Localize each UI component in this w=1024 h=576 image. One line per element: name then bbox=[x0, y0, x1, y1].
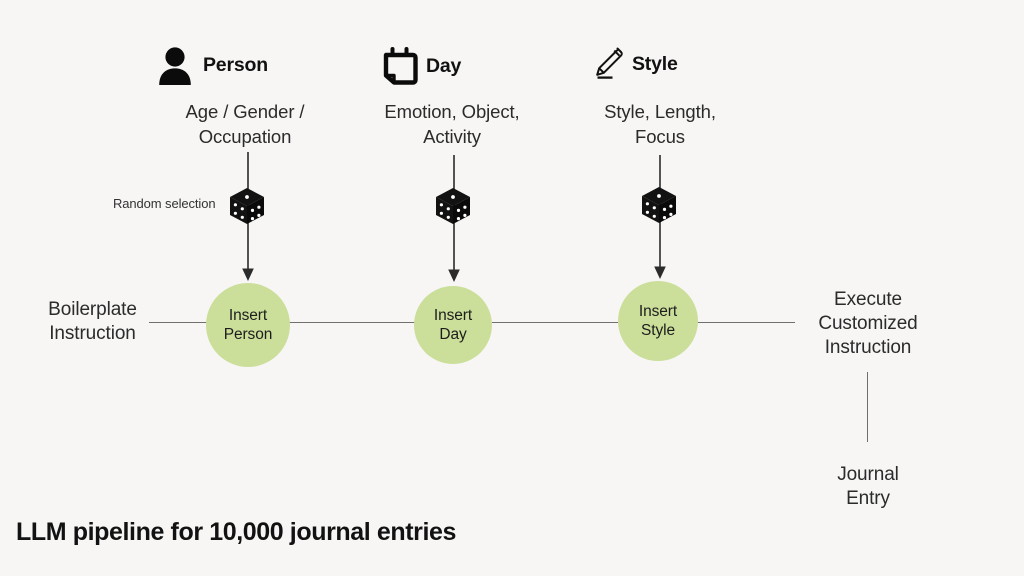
column-heading-label: Day bbox=[426, 54, 462, 77]
column-header-day: Day bbox=[382, 46, 461, 86]
column-heading-label: Person bbox=[203, 53, 268, 76]
node-label-line2: Person bbox=[223, 326, 273, 343]
calendar-icon bbox=[382, 46, 418, 86]
pencil-icon bbox=[590, 44, 624, 84]
column-header-person: Person bbox=[155, 44, 268, 86]
column-header-style: Style bbox=[590, 44, 678, 84]
node-label-line1: Insert bbox=[228, 307, 268, 324]
node-insert-style[interactable]: Insert Style bbox=[618, 281, 698, 361]
connector-execute-to-journal bbox=[867, 372, 869, 442]
column-heading-label: Style bbox=[632, 52, 678, 75]
column-description-day: Emotion, Object,Activity bbox=[384, 101, 520, 147]
node-insert-day[interactable]: Insert Day bbox=[414, 286, 492, 364]
dice-icon-day bbox=[432, 185, 474, 227]
page-title: LLM pipeline for 10,000 journal entries bbox=[16, 518, 457, 546]
connector-style-to-execute bbox=[697, 322, 795, 324]
node-label-line2: Day bbox=[439, 326, 467, 343]
random-selection-caption: Random selection bbox=[113, 196, 216, 211]
column-description-person: Age / Gender /Occupation bbox=[185, 101, 305, 147]
connector-day-to-style bbox=[492, 322, 618, 324]
node-label-line2: Style bbox=[641, 322, 675, 339]
node-label-line1: Insert bbox=[638, 303, 678, 320]
dice-icon-person bbox=[226, 185, 268, 227]
node-insert-person[interactable]: Insert Person bbox=[206, 283, 290, 367]
connector-person-to-day bbox=[287, 322, 415, 324]
column-description-style: Style, Length,Focus bbox=[604, 101, 716, 147]
node-label-line1: Insert bbox=[433, 307, 473, 324]
dice-icon-style bbox=[638, 184, 680, 226]
person-icon bbox=[155, 44, 195, 86]
connector-start-to-person bbox=[149, 322, 211, 324]
